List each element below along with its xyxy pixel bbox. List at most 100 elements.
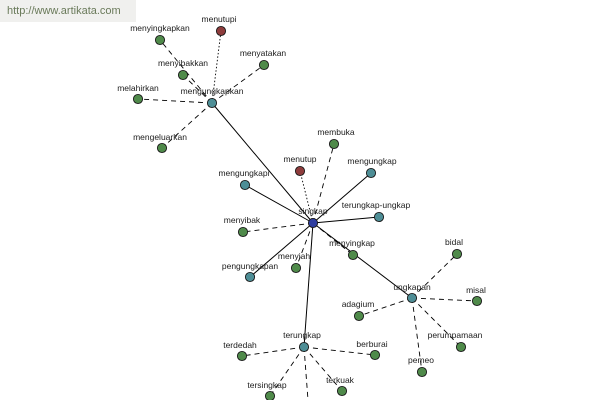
edge-terungkap-terdedah — [241, 346, 305, 357]
node-label-terungkap-ungkap[interactable]: terungkap-ungkap — [342, 200, 411, 210]
node-label-singkap[interactable]: singkap — [298, 206, 328, 216]
edge-singkap-mengungkapi — [244, 184, 314, 224]
edge-terungkap-offscreen — [303, 346, 309, 400]
node-label-terkuak[interactable]: terkuak — [326, 375, 355, 385]
node-circle-adagium[interactable] — [353, 310, 365, 322]
edge-singkap-ungkapan — [312, 222, 413, 299]
node-label-menyibak[interactable]: menyibak — [224, 215, 261, 225]
node-circle-menutup[interactable] — [294, 165, 306, 177]
node-circle-misal[interactable] — [471, 295, 483, 307]
node-circle-pengungkapan[interactable] — [244, 271, 256, 283]
node-pengungkapan[interactable]: pengungkapan — [222, 261, 279, 283]
edge-mengungkapkan-mengeluarkan — [161, 102, 213, 149]
node-circle-perumpamaan[interactable] — [455, 341, 467, 353]
node-circle-terungkap[interactable] — [298, 341, 310, 353]
node-circle-berburai[interactable] — [369, 349, 381, 361]
edge-ungkapan-pemeo — [411, 297, 423, 373]
node-terungkap[interactable]: terungkap — [283, 330, 321, 353]
node-circle-mengungkapkan[interactable] — [206, 97, 218, 109]
node-menyingkap[interactable]: menyingkap — [329, 238, 375, 261]
node-menyingkapkan[interactable]: menyingkapkan — [130, 23, 190, 46]
node-mengungkapkan[interactable]: mengungkapkan — [181, 86, 244, 109]
node-terungkap-ungkap[interactable]: terungkap-ungkap — [342, 200, 411, 223]
node-terdedah[interactable]: terdedah — [223, 340, 257, 362]
node-circle-mengeluarkan[interactable] — [156, 142, 168, 154]
node-circle-singkap[interactable] — [307, 217, 319, 229]
node-label-mengungkapkan[interactable]: mengungkapkan — [181, 86, 244, 96]
node-menutupi[interactable]: menutupi — [202, 14, 237, 37]
edge-ungkapan-misal — [411, 297, 478, 302]
node-circle-terdedah[interactable] — [236, 350, 248, 362]
node-circle-menyibakkan[interactable] — [177, 69, 189, 81]
node-circle-terkuak[interactable] — [336, 385, 348, 397]
node-bidal[interactable]: bidal — [445, 237, 463, 260]
node-menyibakkan[interactable]: menyibakkan — [158, 58, 208, 81]
site-url-watermark[interactable]: http://www.artikata.com — [0, 0, 136, 22]
node-label-menyatakan[interactable]: menyatakan — [240, 48, 287, 58]
node-label-pemeo[interactable]: pemeo — [408, 355, 434, 365]
node-label-terdedah[interactable]: terdedah — [223, 340, 257, 350]
edge-ungkapan-perumpamaan — [411, 297, 462, 348]
node-membuka[interactable]: membuka — [317, 127, 355, 150]
node-adagium[interactable]: adagium — [342, 299, 375, 322]
node-circle-mengungkapi[interactable] — [239, 179, 251, 191]
node-label-menyibakkan[interactable]: menyibakkan — [158, 58, 208, 68]
node-label-perumpamaan[interactable]: perumpamaan — [428, 330, 483, 340]
edge-singkap-terungkap — [303, 222, 314, 348]
node-label-adagium[interactable]: adagium — [342, 299, 375, 309]
node-melahirkan[interactable]: melahirkan — [117, 83, 159, 105]
node-menyatakan[interactable]: menyatakan — [240, 48, 287, 71]
node-label-tersingkap[interactable]: tersingkap — [247, 380, 286, 390]
node-label-menutup[interactable]: menutup — [283, 154, 316, 164]
node-mengungkap[interactable]: mengungkap — [347, 156, 397, 179]
edge-mengungkapkan-melahirkan — [137, 98, 213, 104]
edge-terungkap-terkuak — [303, 346, 343, 392]
node-singkap[interactable]: singkap — [298, 206, 328, 229]
node-circle-tersingkap[interactable] — [264, 390, 276, 400]
node-pemeo[interactable]: pemeo — [408, 355, 434, 378]
node-menyibak[interactable]: menyibak — [224, 215, 261, 238]
node-mengungkapi[interactable]: mengungkapi — [218, 168, 270, 191]
node-label-mengungkap[interactable]: mengungkap — [347, 156, 396, 166]
node-label-ungkapan[interactable]: ungkapan — [393, 282, 431, 292]
node-misal[interactable]: misal — [466, 285, 486, 307]
node-circle-menyiah[interactable] — [290, 262, 302, 274]
node-perumpamaan[interactable]: perumpamaan — [428, 330, 483, 353]
node-label-misal[interactable]: misal — [466, 285, 486, 295]
node-mengeluarkan[interactable]: mengeluarkan — [133, 132, 187, 154]
node-label-menutupi[interactable]: menutupi — [202, 14, 237, 24]
node-label-berburai[interactable]: berburai — [356, 339, 387, 349]
node-terkuak[interactable]: terkuak — [326, 375, 355, 397]
node-circle-menyingkapkan[interactable] — [154, 34, 166, 46]
node-label-melahirkan[interactable]: melahirkan — [117, 83, 159, 93]
node-label-pengungkapan[interactable]: pengungkapan — [222, 261, 279, 271]
node-label-bidal[interactable]: bidal — [445, 237, 463, 247]
node-label-mengungkapi[interactable]: mengungkapi — [218, 168, 269, 178]
node-circle-mengungkap[interactable] — [365, 167, 377, 179]
node-circle-ungkapan[interactable] — [406, 292, 418, 304]
node-circle-bidal[interactable] — [451, 248, 463, 260]
node-label-menyingkapkan[interactable]: menyingkapkan — [130, 23, 190, 33]
node-circle-menyatakan[interactable] — [258, 59, 270, 71]
node-layer: singkap mengungkapkan ungkapan terungkap men… — [117, 14, 486, 400]
node-label-mengeluarkan[interactable]: mengeluarkan — [133, 132, 187, 142]
edge-terungkap-tersingkap — [269, 346, 305, 397]
node-menutup[interactable]: menutup — [283, 154, 317, 177]
node-label-terungkap[interactable]: terungkap — [283, 330, 321, 340]
node-berburai[interactable]: berburai — [356, 339, 388, 361]
node-label-menyiah[interactable]: menyiah — [278, 251, 310, 261]
node-label-menyingkap[interactable]: menyingkap — [329, 238, 375, 248]
node-tersingkap[interactable]: tersingkap — [247, 380, 287, 400]
node-label-membuka[interactable]: membuka — [317, 127, 355, 137]
node-menyiah[interactable]: menyiah — [278, 251, 310, 274]
node-circle-pemeo[interactable] — [416, 366, 428, 378]
node-circle-menyibak[interactable] — [237, 226, 249, 238]
edge-mengungkapkan-menyatakan — [211, 64, 265, 104]
node-ungkapan[interactable]: ungkapan — [393, 282, 431, 304]
node-circle-membuka[interactable] — [328, 138, 340, 150]
edge-ungkapan-bidal — [411, 253, 458, 299]
node-circle-melahirkan[interactable] — [132, 93, 144, 105]
node-circle-menutupi[interactable] — [215, 25, 227, 37]
node-circle-menyingkap[interactable] — [347, 249, 359, 261]
node-circle-terungkap-ungkap[interactable] — [373, 211, 385, 223]
